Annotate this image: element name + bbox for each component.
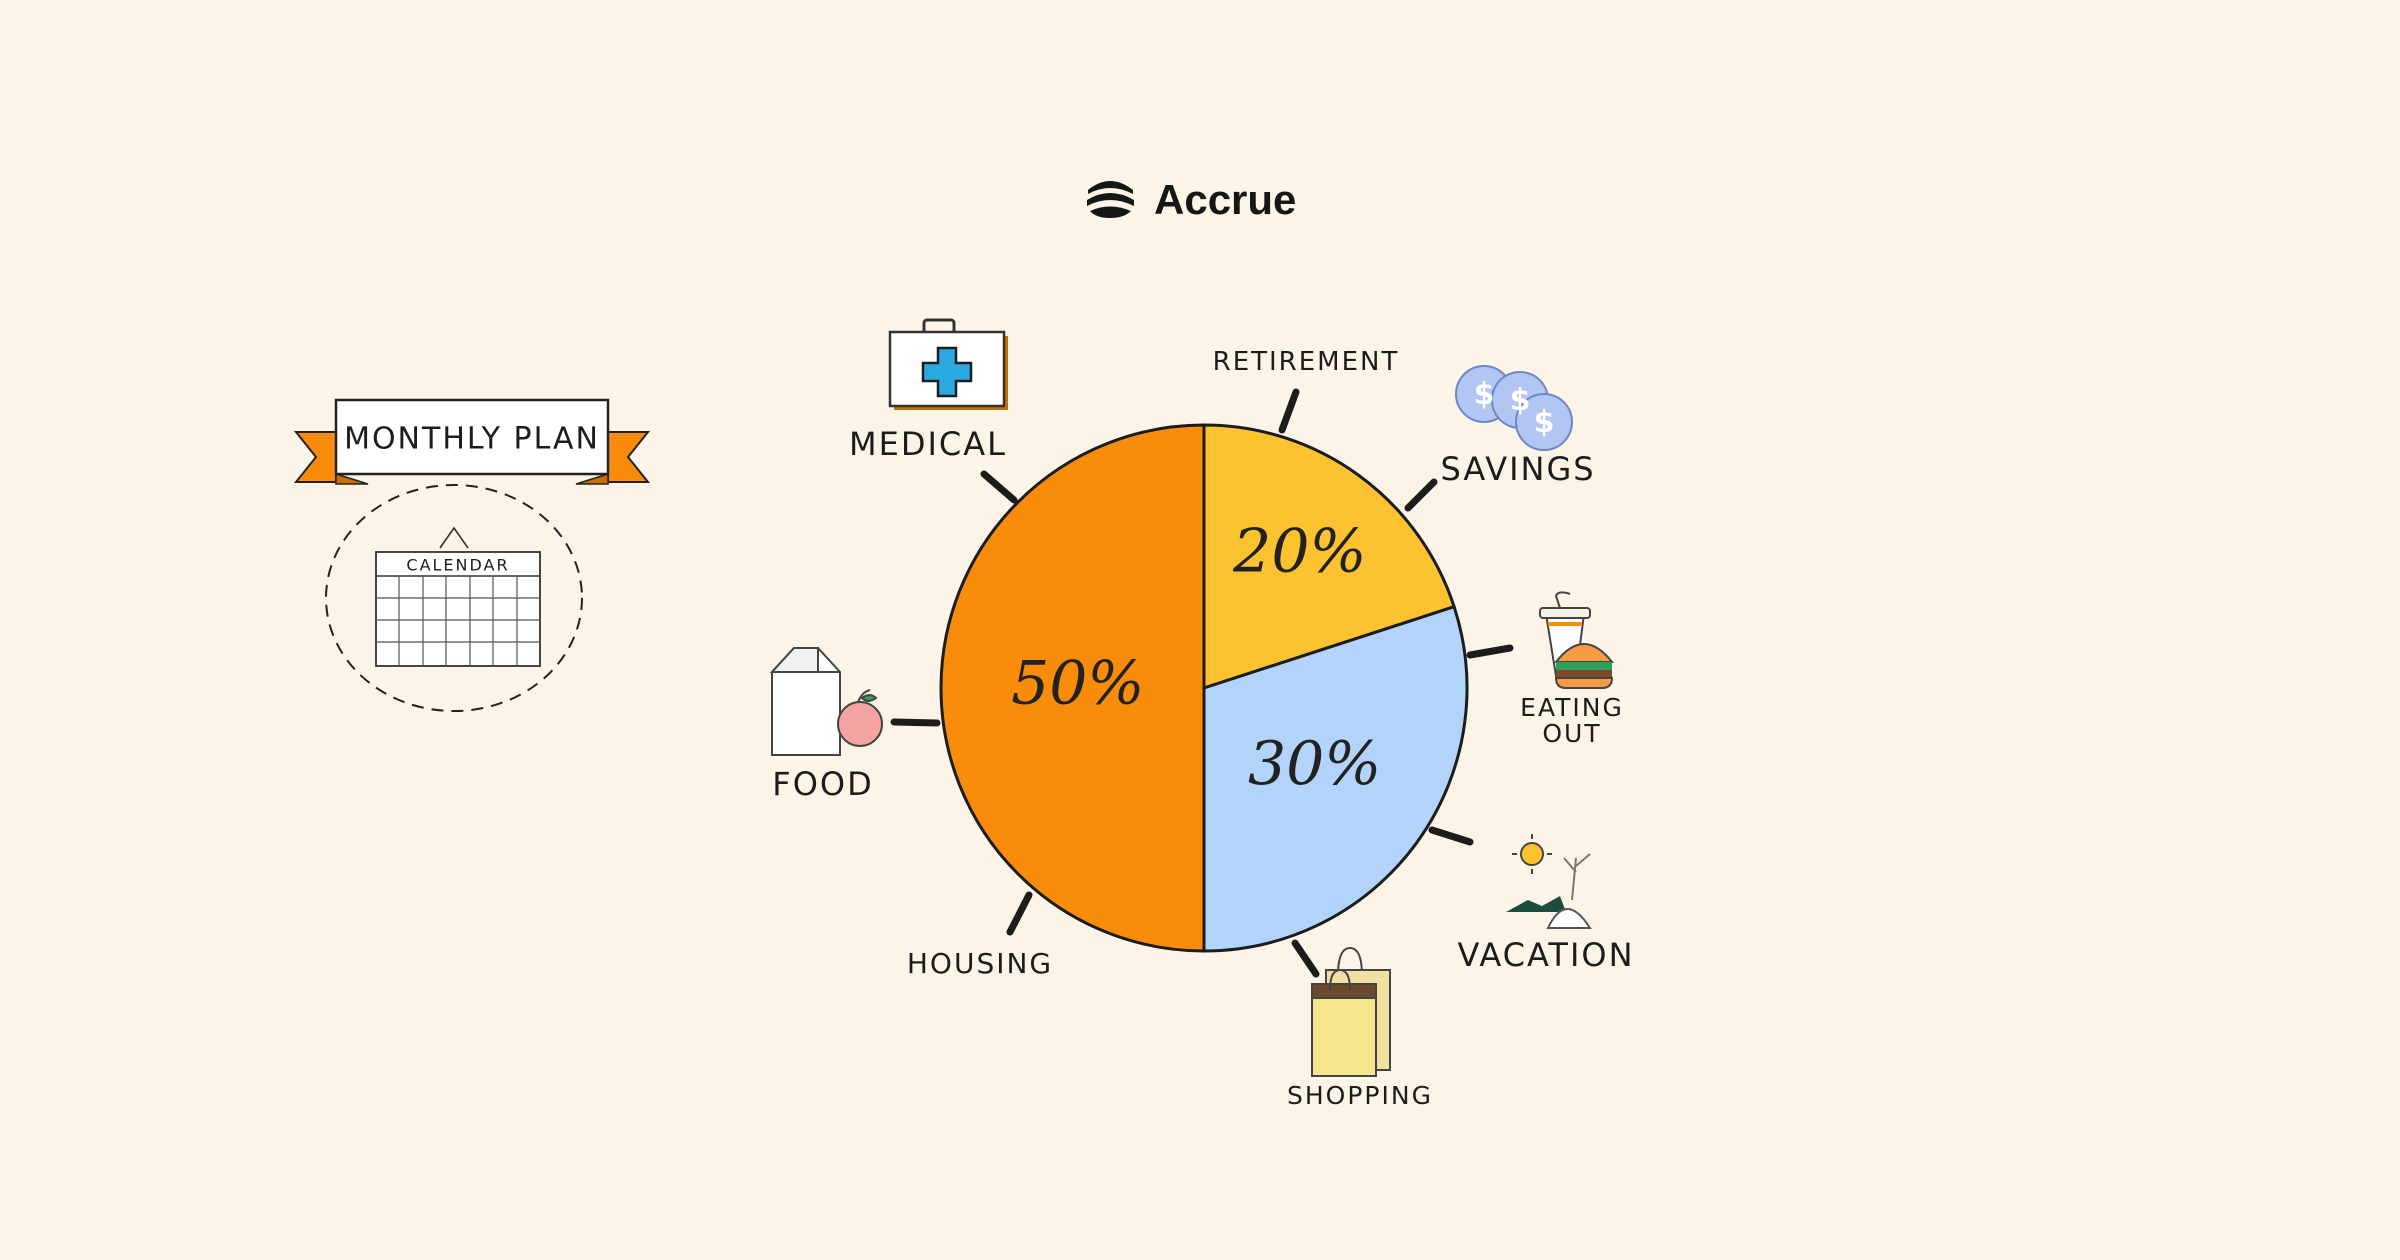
budget-pie-chart: 50% 20% 30% <box>939 423 1469 953</box>
label-housing: HOUSING <box>907 947 1053 980</box>
label-retirement: RETIREMENT <box>1213 347 1400 377</box>
coins-icon: $ $ $ <box>1455 365 1573 451</box>
pie-slice-label-1: 50% <box>1011 649 1144 719</box>
monthly-plan-banner: MONTHLY PLAN <box>293 398 651 485</box>
calendar-label: CALENDAR <box>406 556 509 575</box>
brand-logo: Accrue <box>1087 176 1296 223</box>
drink-burger-icon <box>1539 591 1615 689</box>
beach-icon <box>1506 834 1592 929</box>
label-food: FOOD <box>772 765 873 803</box>
pie-slice-1 <box>939 423 1206 953</box>
pie-tick-marks <box>890 388 1514 978</box>
label-savings: SAVINGS <box>1440 450 1595 488</box>
pie-slice-2 <box>1202 423 1456 690</box>
label-medical: MEDICAL <box>849 425 1007 463</box>
label-eating-out-line2: OUT <box>1542 719 1601 748</box>
label-vacation: VACATION <box>1457 936 1634 974</box>
calendar-icon: CALENDAR <box>325 484 583 712</box>
brand-name: Accrue <box>1154 176 1296 223</box>
label-eating-out-line1: EATING <box>1520 693 1624 722</box>
milk-apple-icon <box>769 647 883 756</box>
label-shopping: SHOPPING <box>1287 1081 1433 1110</box>
pie-slice-label-2: 20% <box>1232 517 1366 587</box>
pie-slice-3 <box>1202 605 1469 953</box>
pie-slice-label-3: 30% <box>1248 729 1381 799</box>
svg-text:$: $ <box>1474 377 1495 412</box>
stacked-waves-icon <box>1087 181 1134 218</box>
shopping-bags-icon <box>1311 946 1391 1077</box>
banner-title: MONTHLY PLAN <box>344 422 600 457</box>
svg-text:$: $ <box>1510 383 1531 418</box>
first-aid-kit-icon <box>888 318 1008 410</box>
svg-text:$: $ <box>1534 405 1555 440</box>
